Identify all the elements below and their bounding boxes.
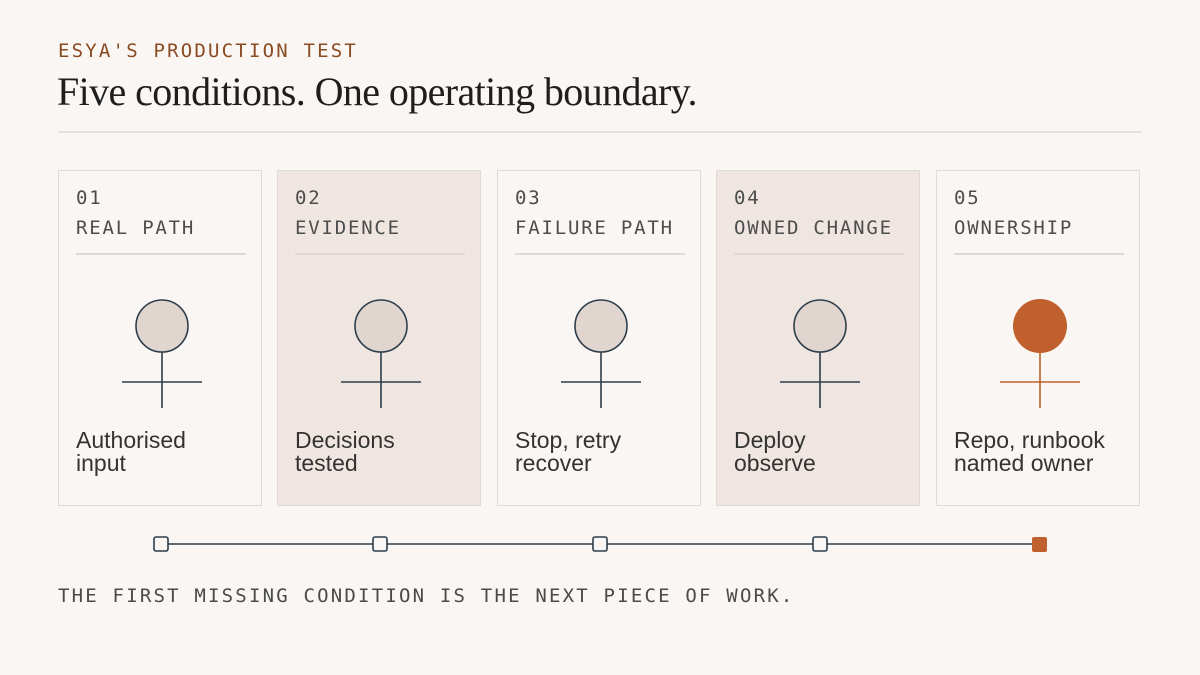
card-divider xyxy=(515,253,685,255)
header-divider xyxy=(58,131,1142,133)
timeline-marker-2 xyxy=(372,536,388,552)
page-title: Five conditions. One operating boundary. xyxy=(57,69,698,114)
condition-label: EVIDENCE xyxy=(295,217,401,239)
condition-number: 03 xyxy=(515,187,542,209)
eyebrow-label: ESYA'S PRODUCTION TEST xyxy=(58,40,359,62)
card-divider xyxy=(734,253,904,255)
card-divider xyxy=(954,253,1124,255)
condition-number: 05 xyxy=(954,187,981,209)
timeline-marker-1 xyxy=(153,536,169,552)
condition-glyph-icon-highlighted xyxy=(1000,299,1080,408)
timeline-marker-5-highlighted xyxy=(1032,537,1047,552)
condition-number: 01 xyxy=(76,187,103,209)
condition-number: 04 xyxy=(734,187,761,209)
condition-glyph-icon xyxy=(122,299,202,408)
footer-note: THE FIRST MISSING CONDITION IS THE NEXT … xyxy=(58,585,795,607)
condition-glyph-icon xyxy=(341,299,421,408)
condition-glyph-icon xyxy=(561,299,641,408)
condition-number: 02 xyxy=(295,187,322,209)
condition-label: OWNERSHIP xyxy=(954,217,1074,239)
condition-label: FAILURE PATH xyxy=(515,217,674,239)
condition-label: OWNED CHANGE xyxy=(734,217,893,239)
condition-label: REAL PATH xyxy=(76,217,196,239)
timeline-marker-3 xyxy=(592,536,608,552)
card-divider xyxy=(76,253,246,255)
timeline-marker-4 xyxy=(812,536,828,552)
condition-glyph-icon xyxy=(780,299,860,408)
card-divider xyxy=(295,253,465,255)
